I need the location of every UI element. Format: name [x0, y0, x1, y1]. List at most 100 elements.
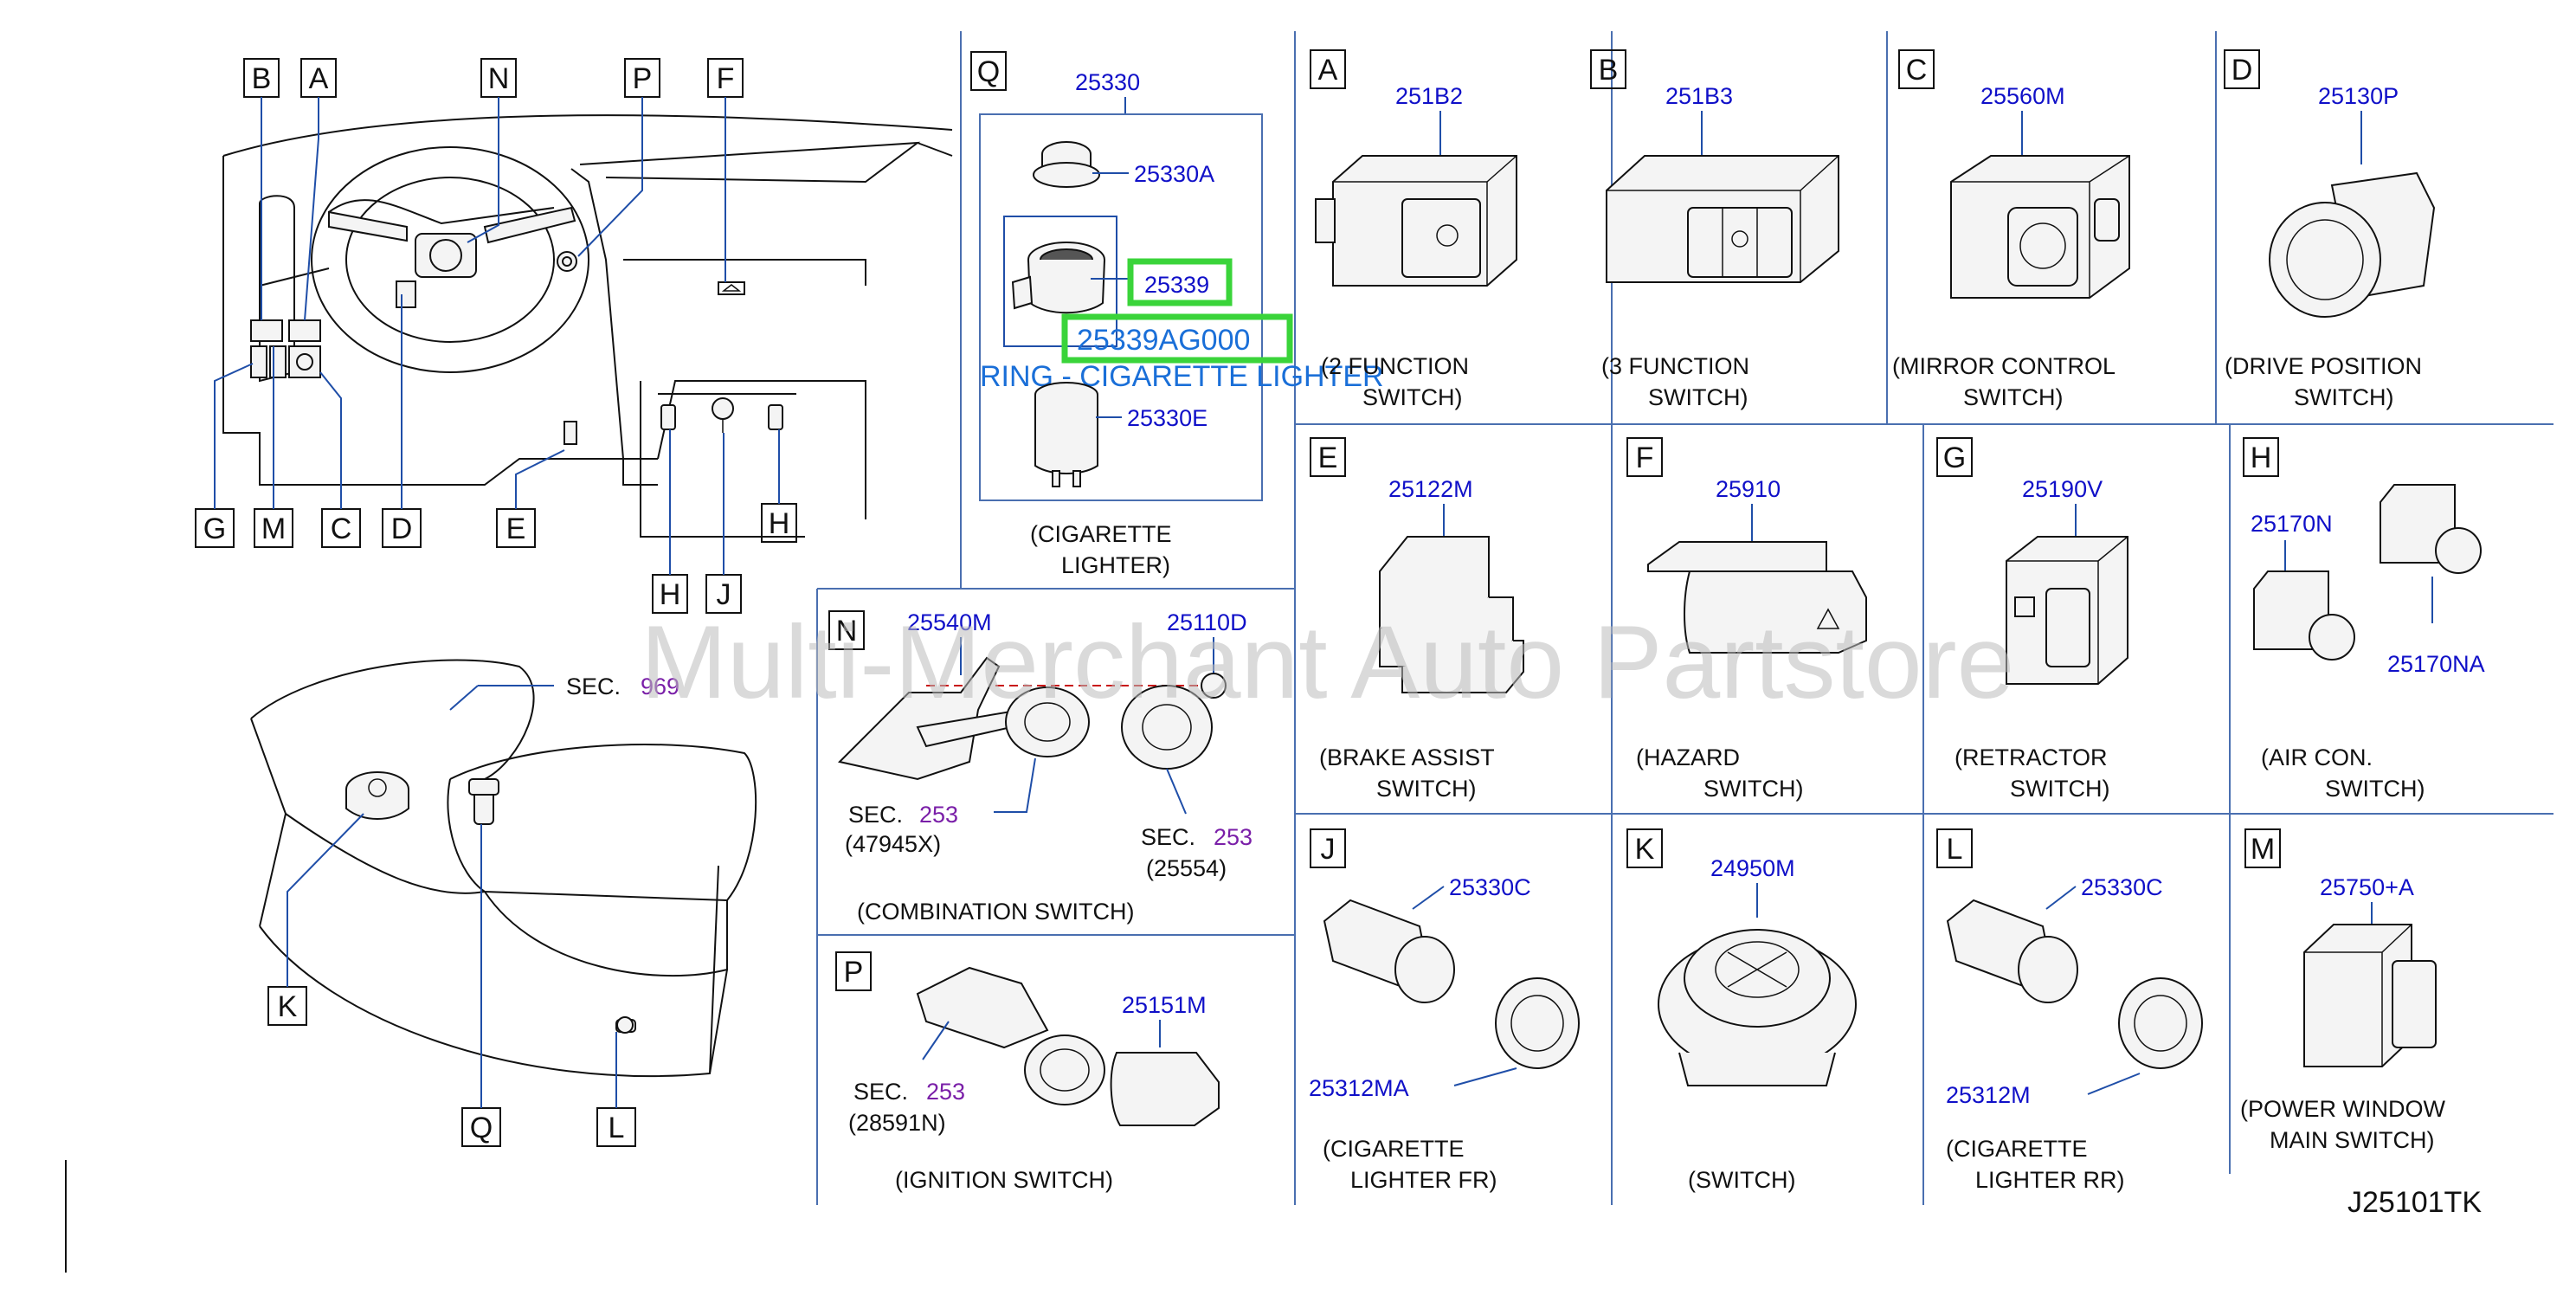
part-number: 25190V	[2022, 476, 2103, 502]
part-number: 251B3	[1665, 83, 1733, 109]
part-number: 251B2	[1395, 83, 1463, 109]
panel-j: J 25330C 25312MA (CIGARETTE LIGHTER FR)	[1309, 828, 1580, 1193]
callout-letter: P	[633, 62, 653, 95]
panel-caption: SWITCH)	[1362, 384, 1462, 410]
panel-letter: F	[1636, 441, 1654, 474]
part-number: 25330C	[1449, 874, 1531, 900]
part-number: 25151M	[1122, 992, 1207, 1018]
panel-caption: LIGHTER RR)	[1975, 1167, 2125, 1193]
sec-number: 253	[926, 1079, 965, 1105]
callout-box: G	[195, 508, 235, 548]
panel-caption: SWITCH)	[2294, 384, 2393, 410]
callout-letter: H	[769, 507, 790, 540]
panel-p: P 25151M SEC. 253 (28591N) (IGNITION SWI…	[835, 951, 1220, 1193]
callout-letter: H	[660, 578, 681, 611]
panel-h: H 25170N 25170NA (AIR CON. SWITCH)	[2243, 437, 2485, 802]
panel-caption: (CIGARETTE	[1323, 1136, 1465, 1162]
callout-letter: B	[252, 62, 272, 95]
callout-letter: N	[488, 62, 510, 95]
sec-label: SEC.	[853, 1079, 908, 1105]
panel-letter: M	[2251, 833, 2275, 866]
part-number: 25312M	[1946, 1082, 2031, 1108]
panel-caption: SWITCH)	[1703, 776, 1803, 802]
callout-letter: M	[261, 512, 286, 545]
part-number: 25910	[1716, 476, 1781, 502]
panel-caption: (CIGARETTE	[1030, 521, 1172, 547]
part-number: 25170NA	[2387, 651, 2485, 677]
part-number: 25170N	[2251, 511, 2333, 537]
panel-letter: P	[844, 956, 864, 989]
panel-letter: J	[1321, 833, 1336, 866]
panel-grid	[816, 31, 2553, 1205]
panel-caption: SWITCH)	[1376, 776, 1476, 802]
callout-letter: A	[309, 62, 329, 95]
part-number: 24950M	[1710, 855, 1795, 881]
sec-number: 969	[641, 674, 679, 699]
sec-reference: (47945X)	[845, 831, 941, 857]
callout-letter: J	[717, 578, 731, 611]
diagram-code: J25101TK	[2347, 1186, 2482, 1219]
panel-c: C 25560M (MIRROR CONTROL SWITCH)	[1892, 49, 2130, 410]
part-number: 25560M	[1980, 83, 2065, 109]
panel-k: K 24950M (SWITCH)	[1626, 828, 1857, 1193]
highlighted-catalog-number: 25339AG000	[1077, 324, 1250, 357]
part-number: 25540M	[907, 609, 992, 635]
panel-caption: (3 FUNCTION	[1601, 353, 1749, 379]
part-number: 25330E	[1127, 405, 1208, 431]
panel-e: E 25122M (BRAKE ASSIST SWITCH)	[1310, 437, 1524, 802]
panel-caption: (POWER WINDOW	[2240, 1096, 2445, 1122]
panel-caption: (IGNITION SWITCH)	[895, 1167, 1113, 1193]
panel-caption: SWITCH)	[1648, 384, 1748, 410]
callout-letter: G	[203, 512, 226, 545]
panel-caption: SWITCH)	[1963, 384, 2063, 410]
sec-label: SEC.	[1141, 824, 1195, 850]
part-number: 25130P	[2318, 83, 2399, 109]
panel-caption: (MIRROR CONTROL	[1892, 353, 2116, 379]
panel-m: M 25750+A (POWER WINDOW MAIN SWITCH)	[2240, 828, 2445, 1153]
callout-box: F	[707, 58, 744, 98]
panel-caption: (2 FUNCTION	[1321, 353, 1469, 379]
panel-caption: MAIN SWITCH)	[2270, 1127, 2434, 1153]
callout-box: M	[254, 508, 293, 548]
callout-letter: E	[506, 512, 526, 545]
panel-f: F 25910 (HAZARD SWITCH)	[1626, 437, 1867, 802]
panel-b: B 251B3 (3 FUNCTION SWITCH)	[1590, 49, 1839, 410]
callout-box: E	[496, 508, 536, 548]
part-number: 25122M	[1388, 476, 1473, 502]
panel-letter: C	[1906, 54, 1928, 87]
panel-letter: A	[1318, 54, 1338, 87]
part-number: 25330A	[1134, 161, 1214, 187]
callout-letter: L	[609, 1112, 625, 1144]
panel-caption: (RETRACTOR	[1955, 744, 2108, 770]
part-number: 25330C	[2081, 874, 2163, 900]
callout-box: A	[300, 58, 337, 98]
dashboard-overview	[222, 114, 953, 538]
part-number: 25750+A	[2320, 874, 2414, 900]
overview-callouts: B A N P F G M C D E H J H	[195, 58, 797, 614]
panel-g: G 25190V (RETRACTOR SWITCH)	[1936, 437, 2128, 802]
panel-q: Q 25330 25330A 25339 25339AG000 RING - C…	[970, 51, 1384, 578]
panel-letter: D	[2231, 54, 2253, 87]
panel-l: L 25330C 25312M (CIGARETTE LIGHTER RR)	[1936, 828, 2203, 1193]
panel-letter: E	[1318, 441, 1338, 474]
panel-letter: K	[1635, 833, 1655, 866]
panel-a: A 251B2 (2 FUNCTION SWITCH)	[1310, 49, 1517, 410]
callout-letter: F	[717, 62, 735, 95]
callout-letter: C	[331, 512, 352, 545]
callout-letter: Q	[470, 1112, 493, 1144]
panel-caption: (AIR CON.	[2261, 744, 2373, 770]
panel-caption: SWITCH)	[2010, 776, 2109, 802]
highlighted-part-number: 25339	[1144, 272, 1209, 298]
panel-caption: LIGHTER FR)	[1350, 1167, 1497, 1193]
panel-letter: N	[836, 615, 858, 648]
callout-box: L	[596, 1107, 636, 1147]
panel-caption: (HAZARD	[1636, 744, 1740, 770]
panel-caption: (CIGARETTE	[1946, 1136, 2088, 1162]
panel-caption: LIGHTER)	[1061, 552, 1170, 578]
panel-n: N 25540M 25110D SEC. 253 (47945X) SEC. 2…	[828, 609, 1253, 925]
callout-box: N	[480, 58, 517, 98]
panel-letter: L	[1947, 833, 1963, 866]
part-number: 25110D	[1167, 609, 1247, 635]
watermark: Multi-Merchant Auto Partstore	[641, 604, 2014, 720]
callout-box: K	[267, 986, 307, 1026]
